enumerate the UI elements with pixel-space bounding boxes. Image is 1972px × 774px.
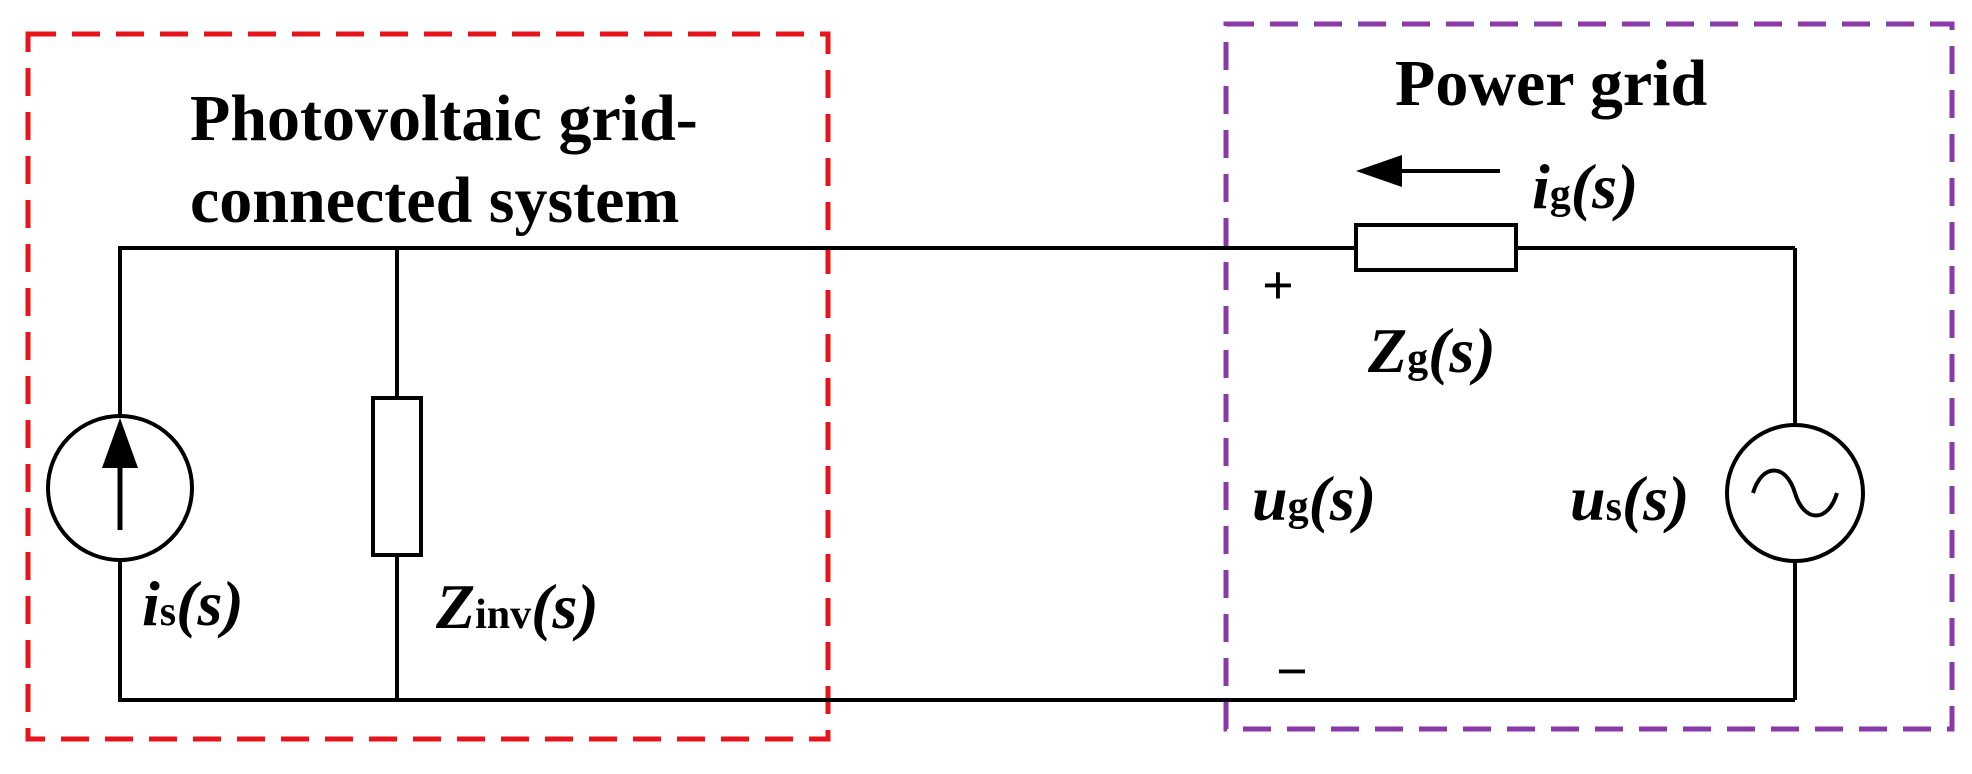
current-source-icon: [46, 414, 194, 562]
pv-system-region: [25, 31, 831, 742]
ac-voltage-source-icon: [1725, 423, 1865, 563]
label-u-g: ug(s): [1252, 463, 1376, 534]
circuit-wires: [118, 246, 1797, 702]
polarity-plus: +: [1262, 255, 1294, 317]
label-z-inv: Zinv(s): [435, 571, 599, 642]
power-grid-region: [1223, 21, 1955, 732]
z-g-resistor-icon: [1354, 223, 1518, 272]
label-u-s: us(s): [1570, 463, 1689, 534]
label-i-g: ig(s): [1532, 151, 1638, 222]
arrow-left-icon: [1356, 155, 1500, 187]
z-inv-resistor-icon: [371, 396, 423, 557]
polarity-minus: −: [1276, 641, 1308, 703]
pv-system-title-line2: connected system: [190, 164, 679, 237]
label-i-s: is(s): [142, 568, 244, 639]
power-grid-title: Power grid: [1395, 47, 1707, 120]
label-z-g: Zg(s): [1367, 315, 1496, 386]
pv-system-title-line1: Photovoltaic grid-: [190, 82, 698, 155]
